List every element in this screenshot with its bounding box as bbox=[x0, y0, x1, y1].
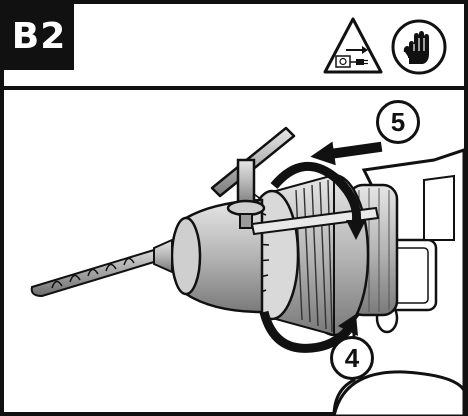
chuck-key bbox=[210, 126, 380, 236]
drill-bit bbox=[30, 248, 155, 298]
rotate-arrow-icon bbox=[259, 162, 366, 353]
callout-4: 4 bbox=[330, 336, 374, 380]
callout-5: 5 bbox=[376, 100, 420, 144]
push-arrow-icon bbox=[310, 141, 383, 166]
wear-gloves-icon bbox=[391, 19, 447, 75]
chuck-key-drill-illustration bbox=[30, 126, 464, 416]
disconnect-power-warning-icon bbox=[323, 17, 383, 74]
step-badge: B2 bbox=[4, 4, 74, 70]
panel-header: B2 bbox=[4, 4, 464, 90]
drill-illustration-area: 5 4 bbox=[4, 90, 464, 416]
